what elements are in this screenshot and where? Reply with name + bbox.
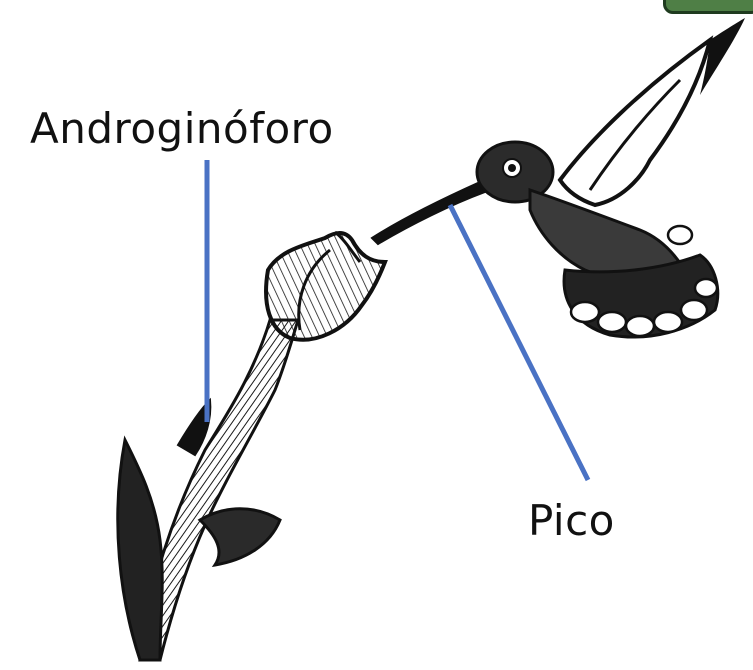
label-androginoforo: Androginóforo — [30, 108, 334, 150]
label-pico: Pico — [528, 500, 615, 542]
flower-bud — [266, 232, 385, 340]
hummingbird — [372, 18, 745, 337]
